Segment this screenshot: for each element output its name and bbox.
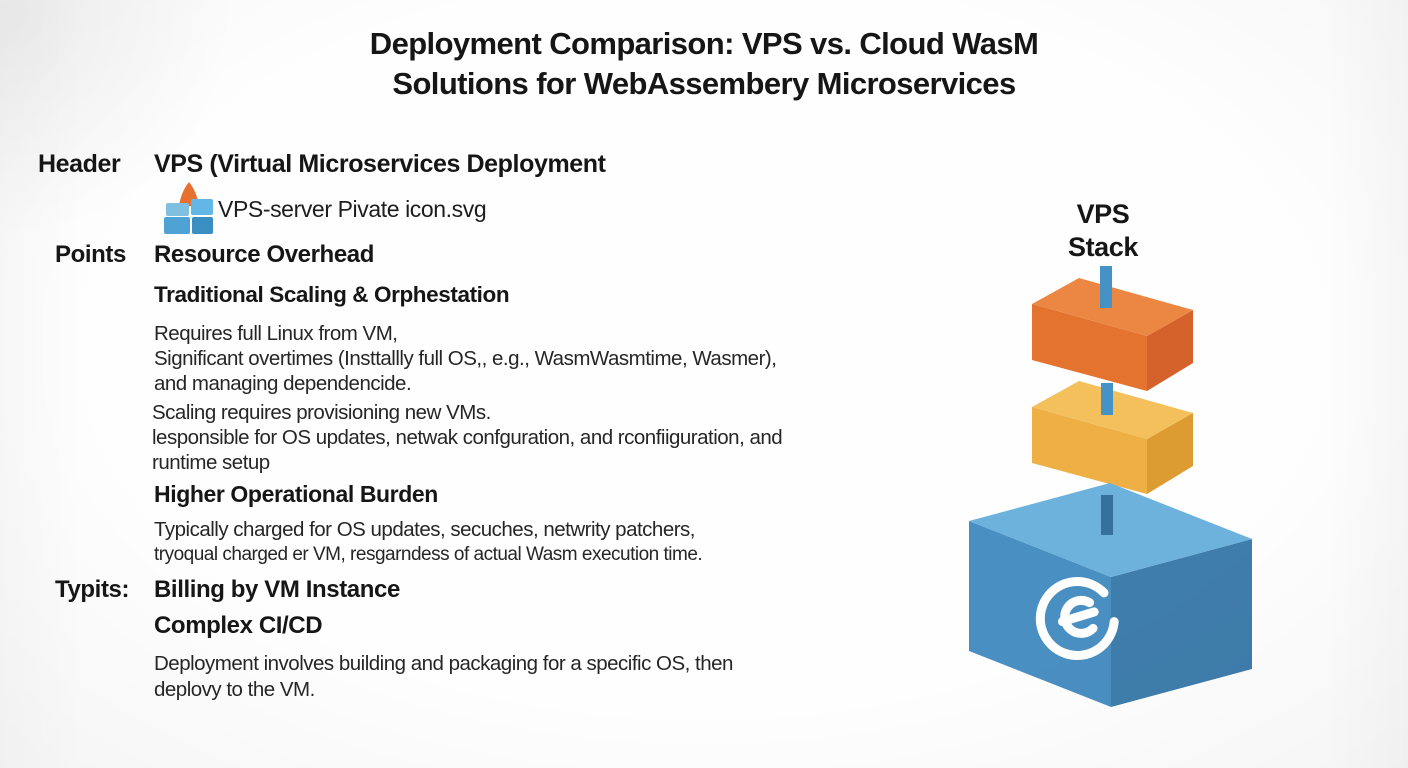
paragraph-resource-line-1: Requires full Linux from VM, — [154, 322, 398, 345]
orange-box-side-face — [1147, 310, 1193, 391]
orange-box-top-face — [1032, 278, 1193, 336]
title-line-1: Deployment Comparison: VPS vs. Cloud Was… — [369, 26, 1039, 61]
title-line-2: Solutions for WebAssembery Microservices — [392, 66, 1016, 101]
paragraph-resource-line-2: Significant overtimes (Insttallly full O… — [154, 347, 777, 370]
header-row-label: Header — [38, 150, 121, 178]
vps-stack-diagram — [969, 266, 1252, 707]
pane-top-left — [166, 203, 189, 216]
paragraph-resource-line-3: and managing dependencide. — [154, 372, 412, 395]
paragraph-scaling-line-1: Scaling requires provisioning new VMs. — [152, 401, 491, 424]
connector-orange-to-yellow — [1101, 383, 1113, 415]
heading-operational-burden: Higher Operational Burden — [154, 481, 438, 507]
pane-top-right — [191, 199, 213, 215]
points-row-label: Points — [55, 241, 126, 268]
blue-box-side-face — [1111, 539, 1252, 707]
heading-billing: Billing by VM Instance — [154, 576, 400, 603]
paragraph-resource: Requires full Linux from VM, Significant… — [154, 321, 777, 396]
icon-filename-caption: VPS-server Pivate icon.svg — [218, 196, 487, 222]
vps-stack-label-line-1: VPS — [1076, 199, 1130, 229]
e-logo-outer-ring — [1035, 577, 1119, 660]
paragraph-burden: Typically charged for OS updates, secuch… — [154, 517, 703, 567]
typits-row-label: Typits: — [55, 576, 130, 603]
paragraph-scaling: Scaling requires provisioning new VMs. l… — [152, 400, 783, 475]
paragraph-scaling-line-3: runtime setup — [152, 451, 270, 474]
heading-traditional-scaling: Traditional Scaling & Orphestation — [154, 282, 510, 307]
paragraph-scaling-line-2: lesponsible for OS updates, netwak confg… — [152, 426, 783, 449]
yellow-box-side-face — [1147, 413, 1193, 494]
e-logo-crossbar — [1057, 607, 1099, 627]
vps-server-icon — [164, 182, 213, 234]
heading-resource-overhead: Resource Overhead — [154, 241, 374, 268]
yellow-box-front-face — [1032, 407, 1147, 494]
paragraph-cicd-line-1: Deployment involves building and packagi… — [154, 652, 733, 675]
pane-bottom-left — [164, 217, 190, 234]
vps-stack-label-line-2: Stack — [1067, 232, 1139, 262]
heading-cicd: Complex CI/CD — [154, 612, 323, 639]
e-logo-icon — [1035, 577, 1119, 660]
vps-stack-label: VPS Stack — [1040, 198, 1166, 264]
orange-box-front-face — [1032, 304, 1147, 391]
page-title: Deployment Comparison: VPS vs. Cloud Was… — [0, 24, 1408, 104]
paragraph-burden-line-1: Typically charged for OS updates, secuch… — [154, 518, 696, 541]
vps-header-title: VPS (Virtual Microservices Deployment — [154, 150, 606, 178]
paragraph-cicd-line-2: deplovy to the VM. — [154, 678, 315, 701]
connector-label-to-orange — [1100, 266, 1112, 308]
pane-bottom-right — [192, 217, 213, 234]
connector-yellow-to-blue — [1101, 495, 1113, 535]
paragraph-burden-line-2: tryoqual charged er VM, resgarndess of a… — [154, 544, 703, 565]
paragraph-cicd: Deployment involves building and packagi… — [154, 651, 733, 703]
